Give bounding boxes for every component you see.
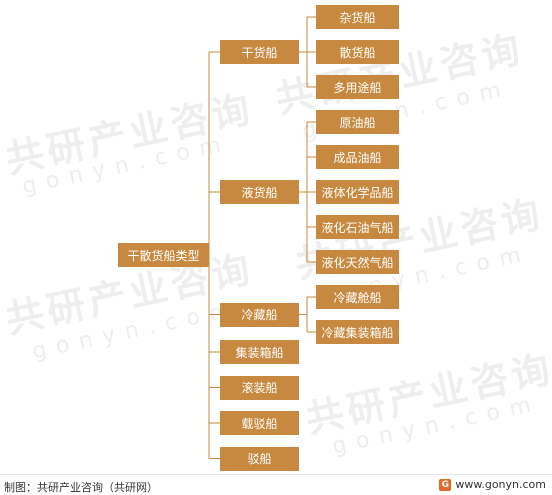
leaf-node: 多用途船 [316, 75, 399, 99]
category-node: 干货船 [220, 40, 299, 64]
footer-divider [0, 474, 552, 475]
leaf-node: 成品油船 [316, 145, 399, 169]
footer-site: www.gonyn.com [455, 478, 546, 491]
leaf-node: 液体化学品船 [316, 180, 399, 204]
gonyn-logo-icon: G [439, 478, 452, 491]
leaf-node: 杂货船 [316, 5, 399, 29]
category-node: 滚装船 [220, 375, 299, 400]
footer-source: 制图：共研产业咨询（共研网） [4, 481, 158, 494]
category-node: 液货船 [220, 180, 299, 204]
leaf-node: 冷藏集装箱船 [316, 320, 399, 344]
leaf-node: 冷藏舱船 [316, 285, 399, 309]
category-node: 冷藏船 [220, 302, 299, 327]
leaf-node: 散货船 [316, 40, 399, 64]
leaf-node: 液化石油气船 [316, 215, 399, 239]
category-node: 集装箱船 [220, 340, 299, 364]
root-node: 干散货船类型 [118, 243, 209, 267]
leaf-node: 液化天然气船 [316, 250, 399, 274]
category-node: 载驳船 [220, 411, 299, 435]
category-node: 驳船 [220, 446, 299, 471]
footer-brand[interactable]: G www.gonyn.com [439, 478, 546, 491]
leaf-node: 原油船 [316, 110, 399, 134]
